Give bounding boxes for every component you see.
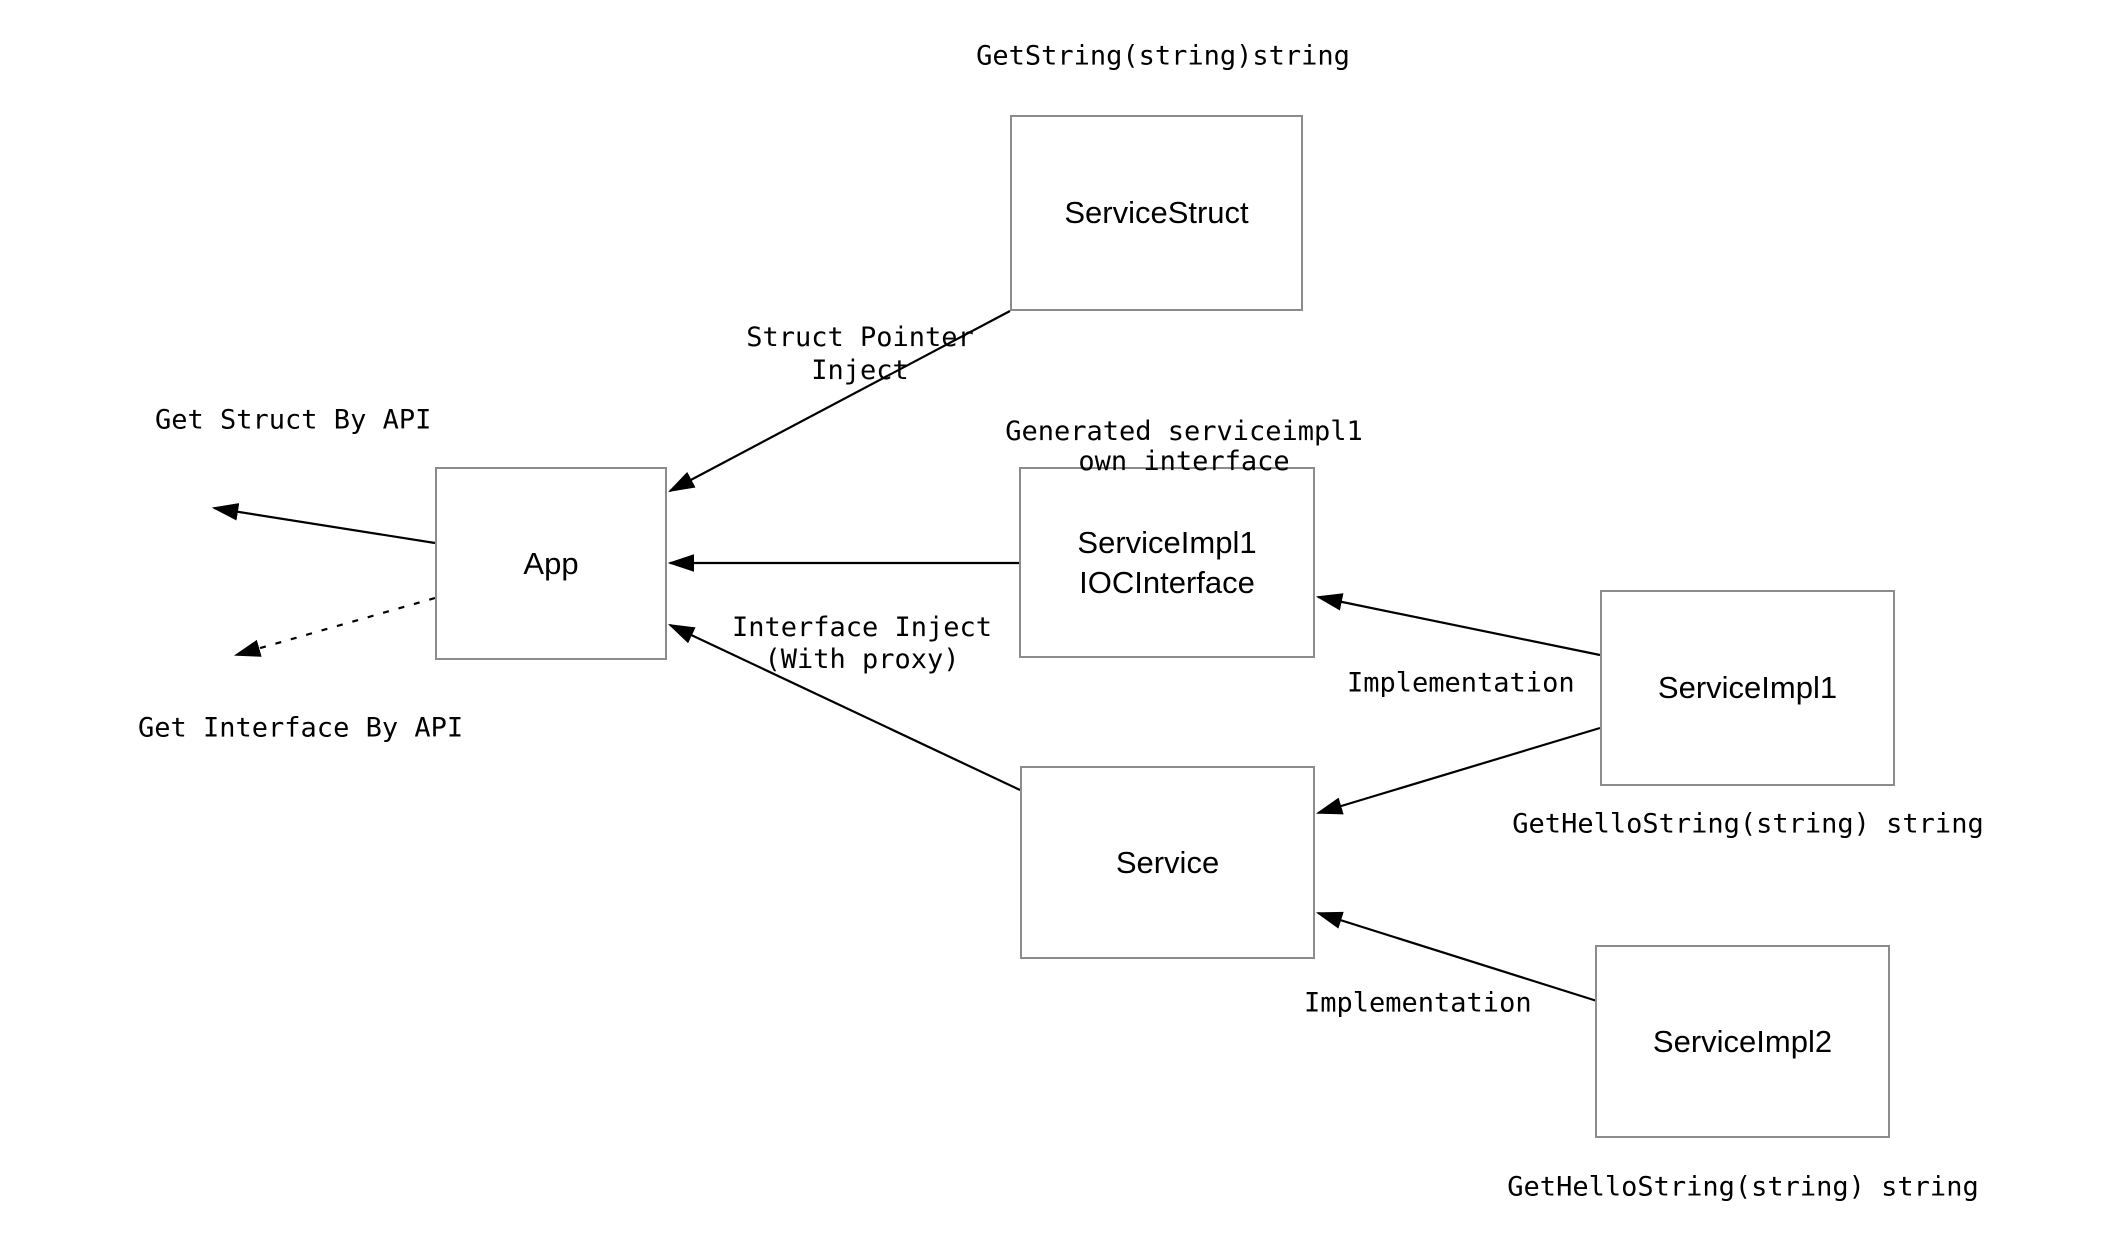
edge-impl2-implementation [1315, 911, 1598, 1003]
label-implementation-impl2: Implementation [1304, 987, 1532, 1019]
edge-interface-inject [668, 624, 1021, 791]
node-serviceimpl1-iocinterface-label-line1: ServiceImpl1 [1077, 524, 1257, 560]
edge-impl1-to-service [1315, 726, 1601, 815]
label-generated-serviceimpl1-line1: Generated serviceimpl1 [1005, 416, 1363, 447]
label-interface-inject: Interface Inject (With proxy) [732, 612, 992, 676]
label-getstring-signature: GetString(string)string [976, 40, 1350, 72]
node-serviceimpl2: ServiceImpl2 [1595, 945, 1890, 1138]
label-get-interface-by-api: Get Interface By API [138, 712, 464, 744]
node-service-struct-label: ServiceStruct [1064, 195, 1249, 230]
node-service-label: Service [1115, 844, 1220, 880]
node-serviceimpl1-label: ServiceImpl1 [1657, 670, 1838, 705]
label-interface-inject-line1: Interface Inject [731, 612, 993, 643]
node-service: Service [1020, 766, 1315, 959]
label-generated-serviceimpl1: Generated serviceimpl1 own interface [1005, 417, 1363, 477]
label-gethellostring-impl2: GetHelloString(string) string [1507, 1171, 1979, 1203]
label-implementation-impl1: Implementation [1347, 667, 1575, 699]
label-get-struct-by-api: Get Struct By API [155, 404, 432, 436]
label-struct-pointer-inject-line1: Struct Pointer [746, 322, 974, 353]
label-generated-serviceimpl1-line2: own interface [1078, 446, 1290, 477]
edge-impl1-implementation [1315, 593, 1601, 657]
label-gethellostring-impl1: GetHelloString(string) string [1512, 808, 1984, 840]
edge-get-interface-by-api [233, 596, 436, 657]
node-serviceimpl1-iocinterface: ServiceImpl1 IOCInterface [1019, 467, 1315, 658]
edge-get-struct-by-api [211, 503, 436, 545]
label-interface-inject-line2: (With proxy) [764, 644, 960, 675]
edge-struct-pointer-inject [668, 310, 1011, 493]
node-serviceimpl1-iocinterface-label-line2: IOCInterface [1079, 564, 1255, 600]
label-struct-pointer-inject: Struct Pointer Inject [746, 321, 974, 387]
label-struct-pointer-inject-line2: Inject [811, 355, 909, 386]
node-serviceimpl2-label: ServiceImpl2 [1652, 1023, 1833, 1059]
node-app-label: App [523, 545, 579, 581]
node-app: App [435, 467, 667, 660]
node-service-struct: ServiceStruct [1010, 115, 1303, 311]
node-serviceimpl1: ServiceImpl1 [1600, 590, 1895, 786]
